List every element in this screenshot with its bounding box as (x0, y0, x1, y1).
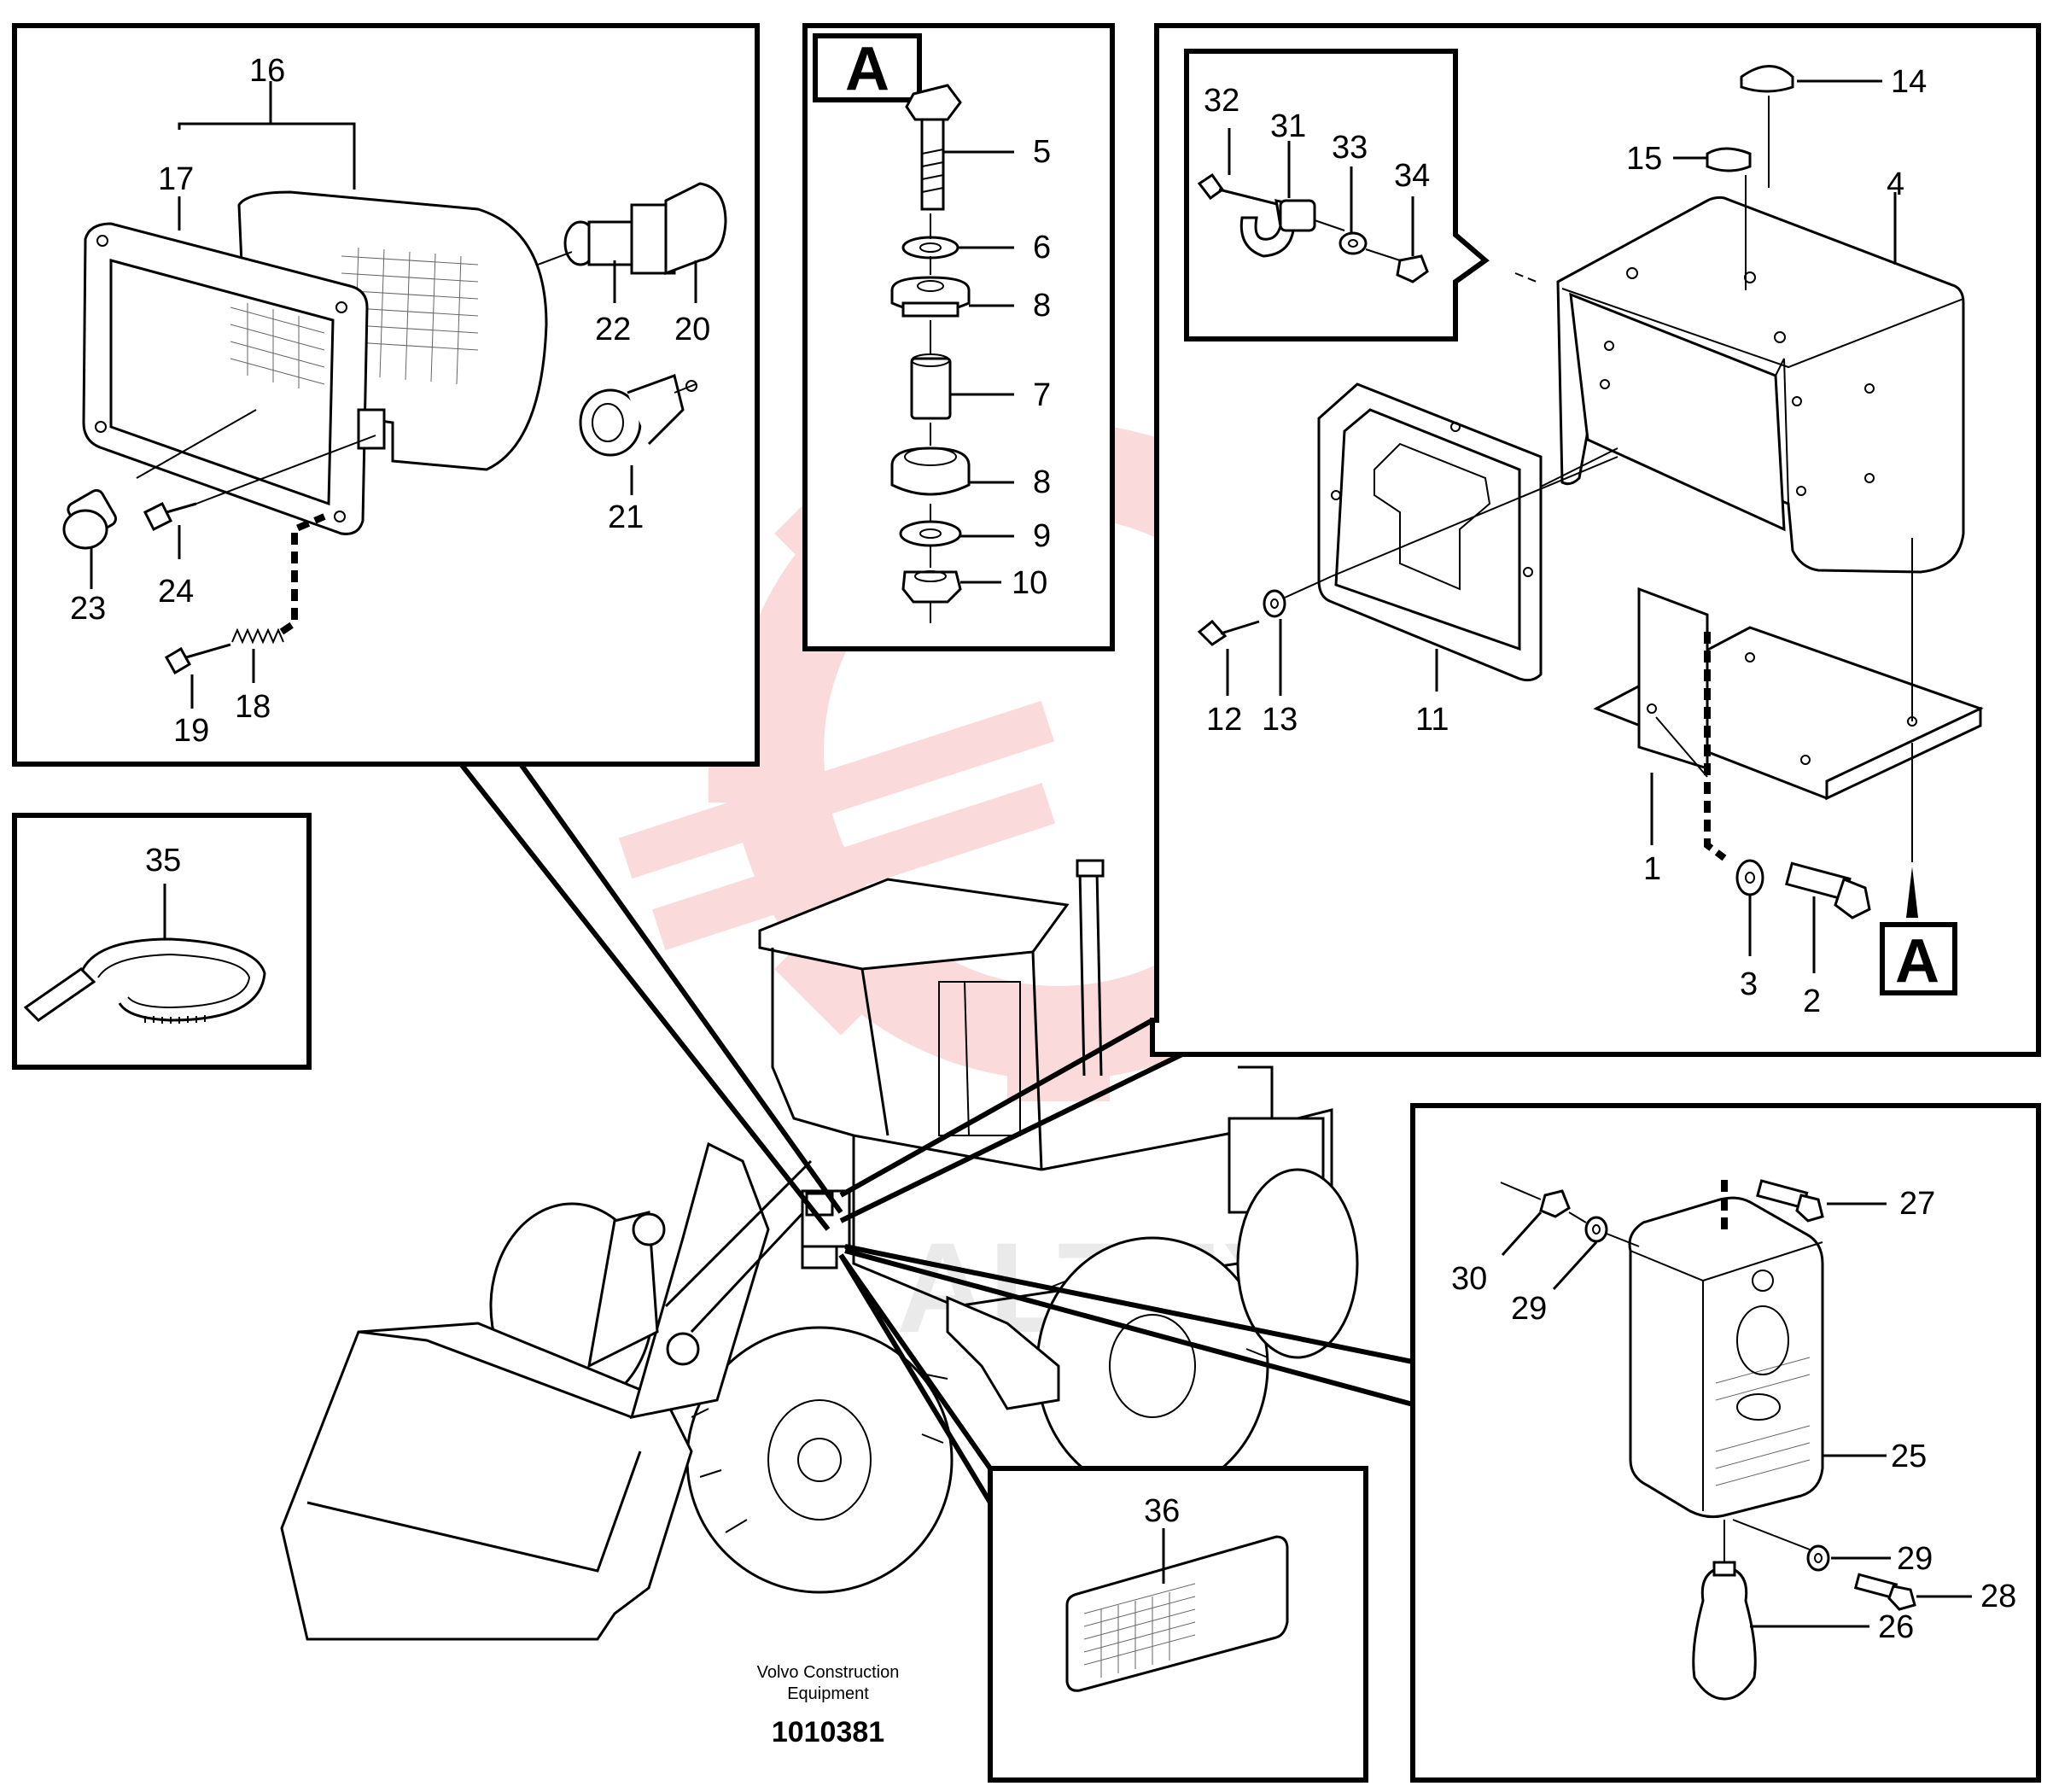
callout-9: 9 (1033, 518, 1051, 554)
callout-24: 24 (158, 574, 194, 610)
callout-14: 14 (1891, 64, 1927, 100)
callout-6: 6 (1033, 230, 1051, 266)
lamp-socket (579, 374, 697, 457)
panel-rear-lamp: 27 30 29 25 29 28 26 (1410, 1103, 2041, 1783)
leader-lines (458, 762, 1414, 1504)
callout-10: 10 (1012, 565, 1047, 601)
callout-1: 1 (1643, 851, 1661, 887)
small-bulb (62, 488, 117, 550)
callout-17: 17 (158, 161, 194, 197)
panel-headlamp: 16 17 22 20 21 23 24 19 18 (12, 23, 760, 767)
callout-20: 20 (674, 312, 710, 347)
callout-23: 23 (70, 591, 106, 627)
callout-18: 18 (235, 689, 271, 725)
callout-28: 28 (1980, 1579, 2016, 1614)
callout-3: 3 (1740, 966, 1758, 1002)
panel-reflector: 36 (988, 1466, 1368, 1783)
panel-cable-tie: 35 (12, 813, 312, 1070)
callout-26: 26 (1878, 1609, 1914, 1645)
callout-32: 32 (1204, 83, 1239, 119)
brand-line-1: Volvo Construction (757, 1663, 900, 1682)
callout-2: 2 (1803, 984, 1821, 1019)
detail-a-label: A (845, 35, 889, 103)
callout-33: 33 (1332, 130, 1368, 166)
callout-22: 22 (595, 312, 631, 347)
callout-8-bottom: 8 (1033, 464, 1051, 500)
callout-34: 34 (1394, 158, 1430, 194)
callout-16: 16 (249, 53, 285, 89)
screw-19 (164, 643, 231, 675)
screw-24 (143, 435, 376, 532)
panel-lamp-guard: A 32 31 33 34 14 15 4 12 13 11 1 3 2 (1150, 23, 2041, 1057)
callout-25: 25 (1891, 1439, 1927, 1474)
callout-13: 13 (1262, 702, 1298, 738)
callout-4: 4 (1887, 166, 1904, 202)
callout-36: 36 (1144, 1493, 1180, 1529)
callout-7: 7 (1033, 377, 1051, 413)
callout-29-top: 29 (1511, 1291, 1547, 1327)
callout-8-top: 8 (1033, 288, 1051, 324)
callout-21: 21 (608, 499, 644, 535)
callout-31: 31 (1270, 108, 1306, 144)
brand-line-2: Equipment (787, 1684, 869, 1703)
callout-19: 19 (173, 713, 209, 749)
callout-11: 11 (1415, 702, 1449, 738)
callout-27: 27 (1899, 1186, 1935, 1222)
spring-18 (231, 627, 284, 645)
callout-5: 5 (1033, 134, 1051, 170)
callout-29-bottom: 29 (1897, 1541, 1933, 1577)
callout-30: 30 (1451, 1261, 1487, 1297)
plate-reference-a-label: A (1895, 927, 1939, 995)
document-number: 1010381 (772, 1716, 884, 1748)
wheel-loader-illustration (280, 859, 1359, 1641)
callout-15: 15 (1626, 141, 1662, 177)
callout-12: 12 (1206, 702, 1242, 738)
callout-35: 35 (145, 843, 181, 878)
panel-detail-a: A (802, 23, 1115, 651)
